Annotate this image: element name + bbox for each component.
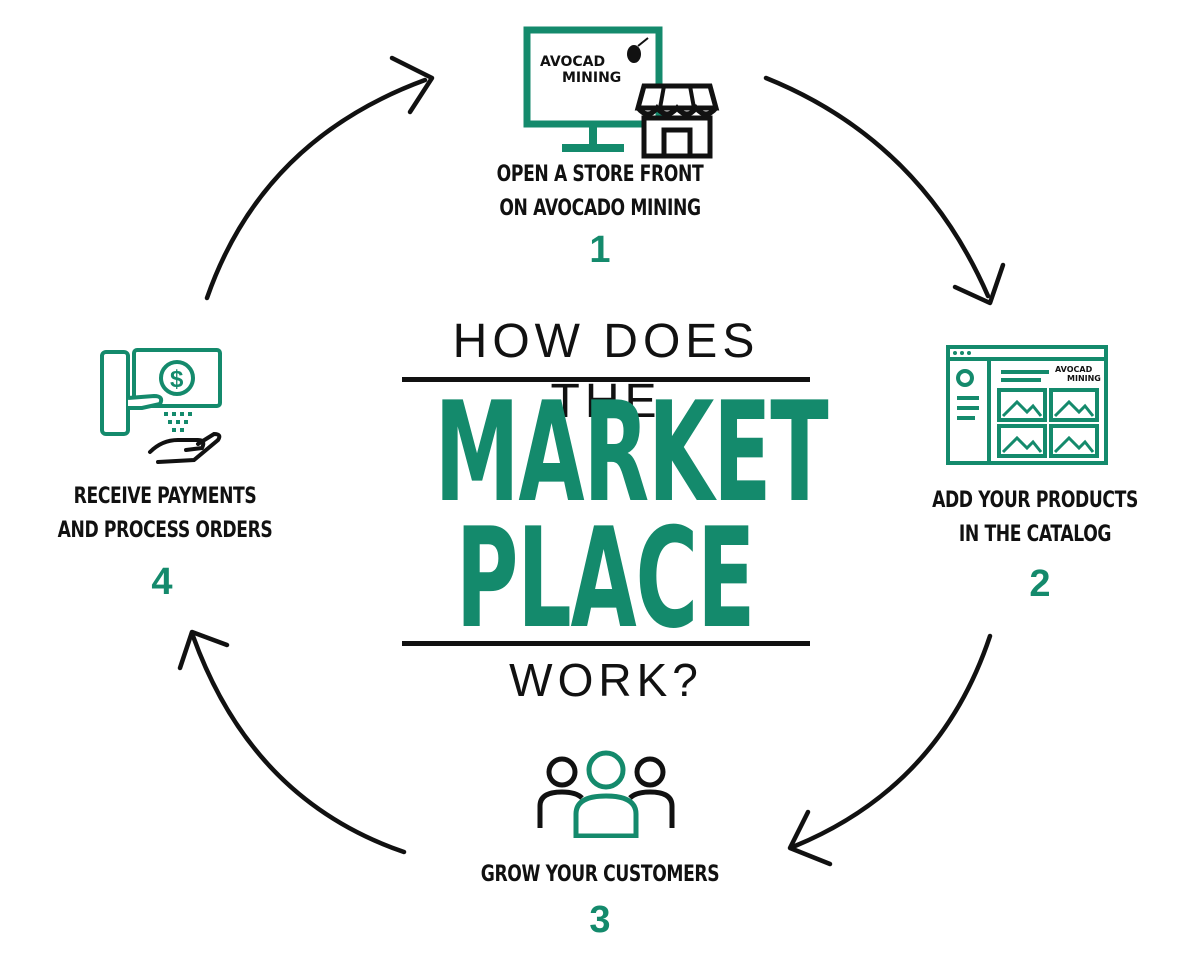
step-2-number: 2 (1029, 563, 1051, 605)
heading-how-does-the: HOW DOES THE (452, 315, 760, 428)
step-4-line1: RECEIVE PAYMENTS (73, 484, 257, 509)
arrow-4-to-1-head (389, 55, 435, 115)
arrow-3-to-4 (190, 633, 407, 855)
step-1-line2: ON AVOCADO MINING (499, 196, 701, 221)
step-4-label: RECEIVE PAYMENTS AND PROCESS ORDERS (44, 480, 286, 548)
heading-market: MARKET (434, 372, 829, 533)
step-2-line2: IN THE CATALOG (958, 522, 1112, 547)
heading-top-rule (402, 377, 810, 382)
arrow-1-to-2-head (952, 262, 1006, 306)
dollar-sign: $ (170, 366, 184, 393)
brand-line2: MINING (562, 70, 621, 86)
arrow-2-to-3 (792, 633, 993, 849)
heading-work: WORK? (509, 654, 703, 706)
monitor-storefront-icon: AVOCAD MINING (523, 26, 720, 159)
avocado-leaf-icon (627, 37, 649, 63)
step-4-number: 4 (151, 561, 173, 603)
heading-place: PLACE (455, 498, 756, 659)
heading-bottom-rule (402, 641, 810, 646)
step-2-line1: ADD YOUR PRODUCTS (932, 488, 1138, 513)
step-3-label: GROW YOUR CUSTOMERS (475, 858, 725, 892)
arrow-4-to-1 (204, 77, 428, 301)
arrow-2-to-3-head (787, 809, 833, 867)
payment-hand-icon: $ (100, 348, 222, 464)
arrow-1-to-2 (763, 75, 991, 299)
step-1-label: OPEN A STORE FRONT ON AVOCADO MINING (475, 158, 725, 226)
step-4-line2: AND PROCESS ORDERS (57, 518, 273, 543)
customers-group-icon (537, 750, 675, 838)
step-1-line1: OPEN A STORE FRONT (496, 162, 704, 187)
catalog-brand-line2: MINING (1067, 374, 1101, 383)
arrow-3-to-4-head (177, 629, 230, 671)
brand-line1: AVOCAD (540, 54, 605, 70)
step-1-number: 1 (589, 229, 611, 271)
storefront-icon (634, 83, 720, 159)
catalog-brand-line1: AVOCAD (1055, 365, 1093, 374)
catalog-webpage-icon: AVOCAD MINING (946, 345, 1108, 465)
step-3-number: 3 (589, 899, 611, 941)
step-2-label: ADD YOUR PRODUCTS IN THE CATALOG (914, 484, 1156, 552)
step-3-line1: GROW YOUR CUSTOMERS (480, 862, 720, 887)
